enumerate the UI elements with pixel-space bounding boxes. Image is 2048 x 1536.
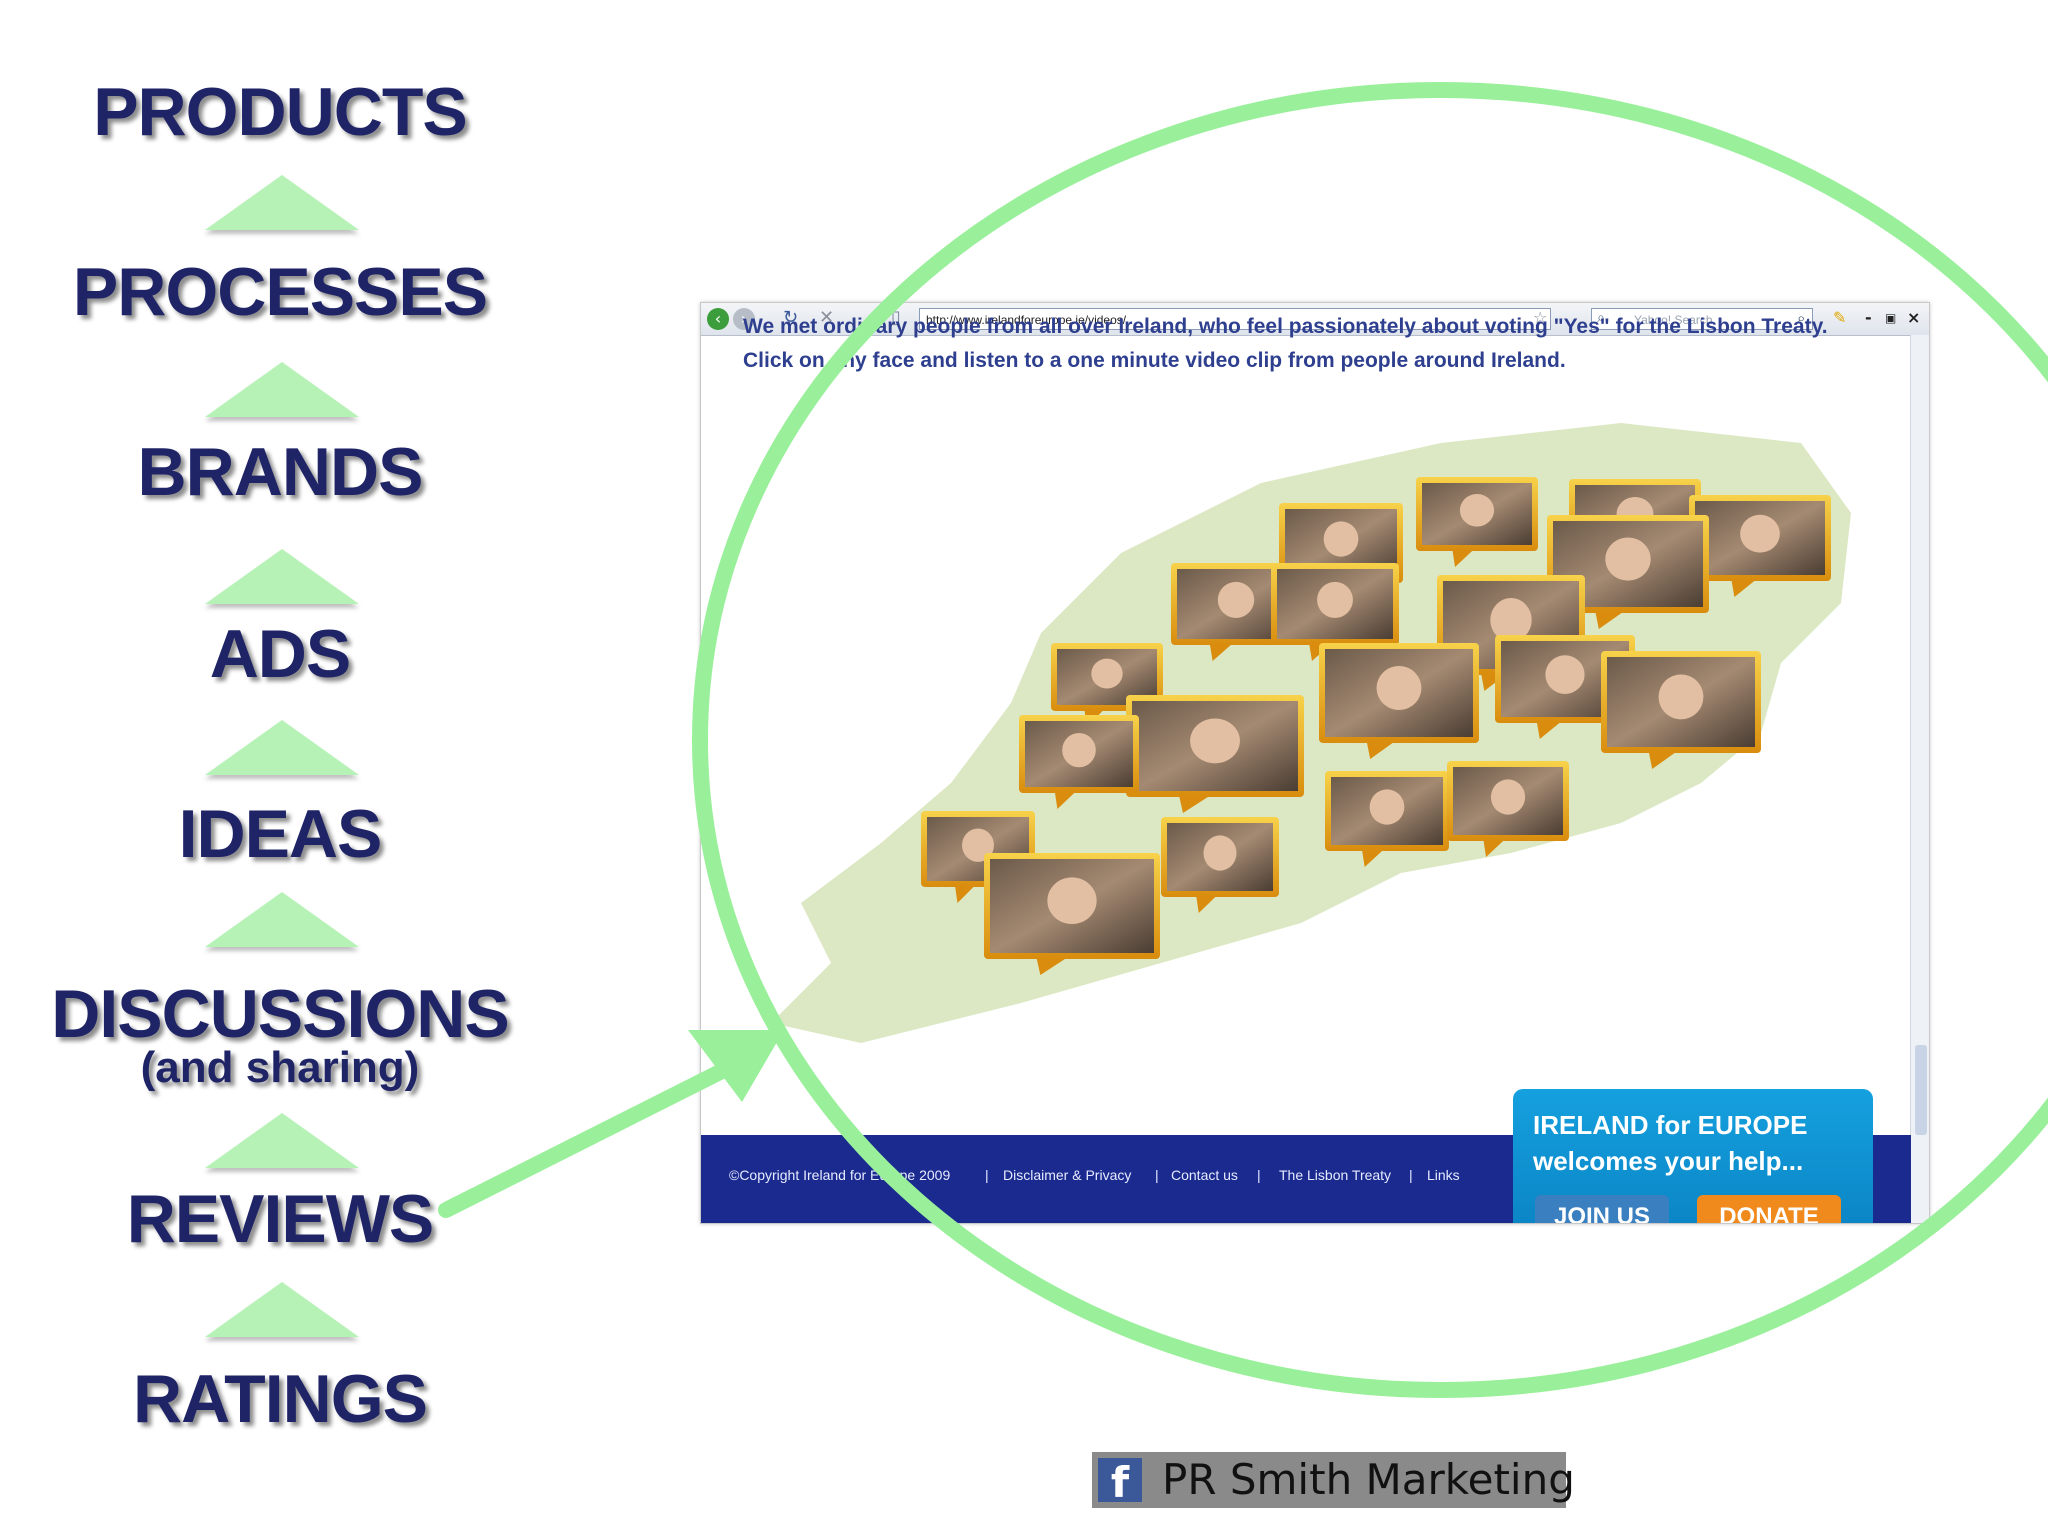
ladder-item-products: PRODUCTS (93, 74, 468, 150)
close-icon[interactable]: × (1907, 308, 1921, 327)
person-face (1062, 732, 1096, 768)
back-icon[interactable]: ‹ (707, 308, 729, 330)
person-face (1740, 514, 1780, 553)
vertical-scrollbar[interactable] (1910, 335, 1929, 1223)
join-us-button[interactable]: JOIN US (1535, 1195, 1669, 1223)
footer-link-lisbon[interactable]: The Lisbon Treaty (1279, 1167, 1392, 1183)
footer-separator: | (1409, 1167, 1413, 1183)
person-face (1217, 581, 1255, 618)
promo-title: IRELAND for EUROPE (1533, 1110, 1808, 1140)
up-arrow-icon (205, 1113, 359, 1168)
video-bubble-group (921, 477, 1831, 975)
footer-link-disclaimer[interactable]: Disclaimer & Privacy (1003, 1167, 1132, 1183)
facebook-badge[interactable]: f PR Smith Marketing (1092, 1452, 1575, 1508)
marketing-ladder: PRODUCTS PROCESSES BRANDS ADS IDEAS DISC… (0, 0, 560, 1536)
browser-screenshot: ‹ › ↻ ✕ ▯ http://www.irelandforeurope.ie… (700, 302, 1930, 1224)
ladder-item-ads: ADS (209, 616, 352, 692)
footer-separator: | (1155, 1167, 1159, 1183)
scrollbar-thumb[interactable] (1915, 1045, 1927, 1135)
person-face (1317, 581, 1353, 618)
footer-separator: | (985, 1167, 989, 1183)
facebook-page-name: PR Smith Marketing (1162, 1455, 1575, 1504)
promo-subtitle: welcomes your help... (1533, 1146, 1804, 1176)
up-arrow-icon (205, 720, 359, 775)
person-face (1490, 779, 1526, 815)
footer-link-links[interactable]: Links (1427, 1167, 1460, 1183)
up-arrow-icon (205, 549, 359, 604)
intro-line-1: We met ordinary people from all over Ire… (743, 315, 1828, 338)
footer-separator: | (1257, 1167, 1261, 1183)
up-arrow-icon (205, 892, 359, 947)
intro-line-2: Click on any face and listen to a one mi… (743, 349, 1566, 372)
ladder-item-ideas: IDEAS (178, 796, 383, 872)
ladder-item-brands: BRANDS (137, 434, 424, 510)
minimize-icon[interactable]: - (1865, 308, 1872, 327)
ladder-item-reviews: REVIEWS (126, 1181, 435, 1257)
person-face (1658, 674, 1704, 720)
person-face (1369, 789, 1405, 825)
person-face (1047, 877, 1097, 925)
person-face (1091, 658, 1123, 689)
person-face (1203, 835, 1237, 871)
ladder-item-discussions: DISCUSSIONS (51, 976, 510, 1052)
person-face (1190, 718, 1240, 764)
ladder-item-ratings: RATINGS (133, 1361, 428, 1437)
ladder-item-discussions-sub: (and sharing) (140, 1043, 420, 1092)
maximize-icon[interactable]: ▣ (1885, 311, 1897, 325)
ireland-video-map (771, 423, 1851, 1043)
facebook-icon: f (1098, 1458, 1142, 1507)
up-arrow-icon (205, 362, 359, 417)
up-arrow-icon (205, 175, 359, 230)
footer-link-contact[interactable]: Contact us (1171, 1167, 1238, 1183)
person-face (1459, 494, 1495, 527)
person-face (1545, 655, 1585, 694)
person-face (1323, 521, 1359, 557)
footer-copyright: ©Copyright Ireland for Europe 2009 (729, 1167, 951, 1183)
ladder-item-processes: PROCESSES (72, 254, 488, 330)
donate-button[interactable]: DONATE (1697, 1195, 1841, 1223)
person-face (1376, 666, 1422, 710)
up-arrow-icon (205, 1282, 359, 1337)
person-face (1605, 537, 1651, 581)
ireland-for-europe-promo: IRELAND for EUROPE welcomes your help...… (1513, 1089, 1873, 1223)
